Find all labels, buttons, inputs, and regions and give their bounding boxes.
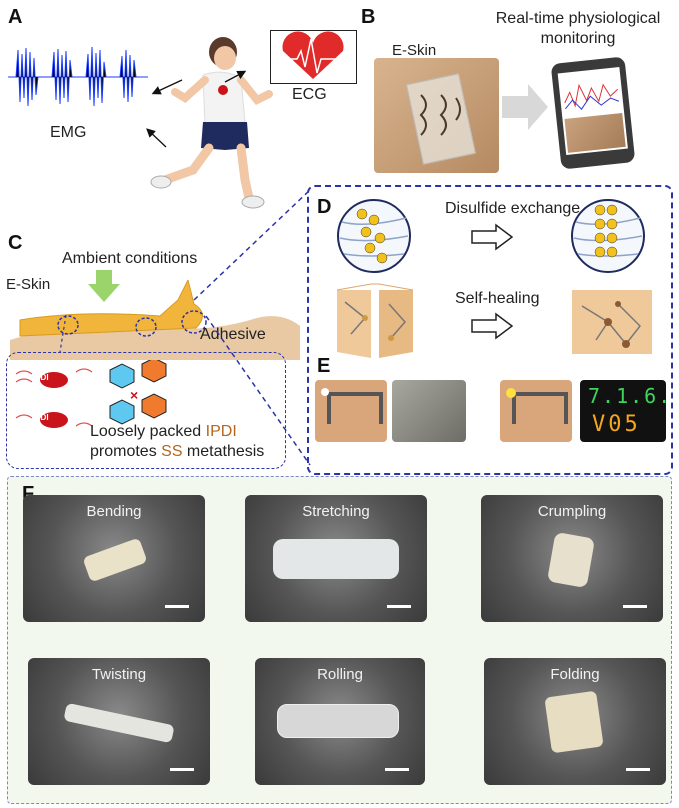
demo-crumpling-label: Crumpling <box>537 503 607 520</box>
microscope-photo <box>392 380 466 442</box>
demo-stretching: Stretching <box>245 495 427 622</box>
panel-label-e: E <box>317 355 331 377</box>
adhesive-label: Adhesive <box>200 326 266 343</box>
demo-crumpling: Crumpling <box>481 495 663 622</box>
demo-twisting: Twisting <box>28 658 210 785</box>
demo-folding: Folding <box>484 658 666 785</box>
network-after <box>571 199 645 273</box>
connector-lines <box>59 189 311 466</box>
runner-illustration <box>150 37 273 209</box>
cut-cube <box>336 283 414 358</box>
demo-bending: Bending <box>23 495 205 622</box>
selfheal-label: Self-healing <box>455 290 540 307</box>
display-top: 7.1.6.1 <box>588 384 666 408</box>
skin-surface <box>10 280 300 360</box>
caption-c-2-post: metathesis <box>182 443 265 460</box>
caption-c-2-hl: SS <box>161 443 183 460</box>
panel-de-frame <box>307 185 673 475</box>
demo-rolling: Rolling <box>255 658 425 785</box>
demo-rolling-label: Rolling <box>317 666 363 683</box>
emg-label: EMG <box>50 124 87 141</box>
led-display: 7.1.6.1 V05 <box>580 380 666 442</box>
ipdi-tag-2: IPDI <box>33 413 49 422</box>
heart-icon <box>273 31 354 80</box>
ecg-box <box>270 30 357 84</box>
svg-text:×: × <box>130 387 138 403</box>
eskin-label-c: E-Skin <box>6 276 51 293</box>
circuit-photo-1 <box>315 380 387 442</box>
healed-cube <box>572 290 652 354</box>
caption-c-1: Loosely packed IPDI <box>90 423 237 441</box>
caption-c-1-pre: Loosely packed <box>90 423 206 440</box>
eskin-photo <box>374 58 499 173</box>
ambient-label: Ambient conditions <box>62 250 198 267</box>
arrow-d2-icon <box>471 312 514 340</box>
ipdi-tag-1: IPDI <box>33 373 49 382</box>
panel-label-a: A <box>8 6 23 28</box>
network-before <box>337 199 411 273</box>
ecg-label: ECG <box>292 86 327 103</box>
demo-stretching-label: Stretching <box>302 503 370 520</box>
panel-label-c: C <box>8 232 23 254</box>
down-arrow-icon <box>88 270 120 302</box>
display-bottom: V05 <box>592 412 641 437</box>
panel-label-b: B <box>361 6 376 28</box>
caption-c-2: promotes SS metathesis <box>90 443 264 461</box>
demo-twisting-label: Twisting <box>91 666 147 683</box>
caption-c-1-hl: IPDI <box>205 423 237 440</box>
molecular-inset <box>6 352 286 469</box>
arrow-b-icon <box>502 84 548 130</box>
arrow-d1-icon <box>471 223 514 251</box>
arrows-a <box>146 70 247 148</box>
demo-folding-label: Folding <box>550 666 600 683</box>
disulfide-label: Disulfide exchange <box>445 200 581 217</box>
eskin-label-b: E-Skin <box>392 42 437 59</box>
molecular-diagram: × <box>15 360 167 428</box>
realtime-title-2: monitoring <box>540 30 616 47</box>
panel-label-d: D <box>317 196 332 218</box>
demo-bending-label: Bending <box>86 503 142 520</box>
emg-waveform <box>8 46 148 107</box>
smartphone <box>550 56 636 170</box>
circuit-photo-2 <box>500 380 572 442</box>
realtime-title-1: Real-time physiological <box>495 10 661 27</box>
caption-c-2-pre: promotes <box>90 443 162 460</box>
